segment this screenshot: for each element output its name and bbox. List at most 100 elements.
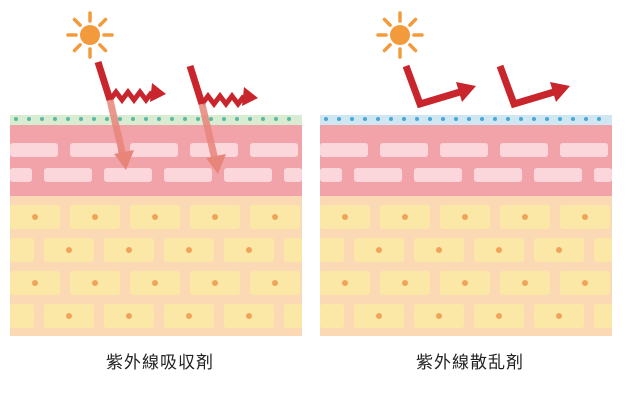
uv-arrowhead (242, 87, 258, 106)
sun-ray (98, 43, 108, 53)
sun-ray (98, 17, 108, 27)
uv-ray-penetrating (106, 99, 128, 161)
surface-film (320, 115, 612, 125)
epidermis-cell (500, 143, 548, 157)
cell-nucleus (556, 247, 562, 253)
protective-particle (480, 117, 484, 121)
protective-particle (131, 117, 135, 121)
cell-nucleus (556, 313, 562, 319)
dermis-cell (320, 238, 344, 262)
cell-nucleus (402, 214, 408, 220)
cell-nucleus (186, 313, 192, 319)
sun-core (390, 25, 410, 45)
scatterer-panel: 紫外線散乱剤 (320, 0, 620, 400)
cell-nucleus (522, 214, 528, 220)
uv-ray-incoming (94, 60, 114, 102)
absorber-panel: 紫外線吸収剤 (10, 0, 310, 400)
cell-nucleus (272, 214, 278, 220)
uv-zigzag (108, 87, 154, 105)
sun-ray (382, 17, 392, 27)
cell-nucleus (66, 313, 72, 319)
epidermis-cell (380, 143, 428, 157)
epidermis-cell (10, 143, 58, 157)
epidermis-cell (354, 168, 402, 182)
uv-arrowhead-faded (206, 154, 226, 174)
protective-particle (415, 117, 419, 121)
sun-icon (376, 11, 424, 59)
protective-particle (14, 117, 18, 121)
dermis-cell (594, 304, 612, 328)
cell-nucleus (496, 313, 502, 319)
epidermis-cell (70, 143, 118, 157)
cell-nucleus (152, 280, 158, 286)
protective-particle (324, 117, 328, 121)
cell-nucleus (92, 280, 98, 286)
absorber-diagram (10, 11, 302, 336)
uv-ray-reflected (402, 64, 462, 109)
uv-ray-reflected (496, 64, 556, 109)
dermis-cell (10, 238, 34, 262)
protective-particle (66, 117, 70, 121)
epidermis-cell (130, 143, 178, 157)
protective-particle (170, 117, 174, 121)
epidermis-cell (224, 168, 272, 182)
cell-nucleus (402, 280, 408, 286)
surface-film (10, 115, 302, 125)
protective-particle (441, 117, 445, 121)
protective-particle (79, 117, 83, 121)
protective-particle (53, 117, 57, 121)
epidermis-cell (320, 168, 342, 182)
cell-nucleus (126, 247, 132, 253)
epidermis-layer (10, 124, 302, 196)
epidermis-cell (414, 168, 462, 182)
epidermis-cell (534, 168, 582, 182)
protective-particle (467, 117, 471, 121)
protective-particle (493, 117, 497, 121)
protective-particle (376, 117, 380, 121)
protective-particle (350, 117, 354, 121)
uv-arrowhead-faded (114, 150, 134, 170)
cell-nucleus (32, 280, 38, 286)
protective-particle (402, 117, 406, 121)
epidermis-cell (594, 168, 612, 182)
epidermis-cell (250, 143, 298, 157)
scatterer-caption: 紫外線散乱剤 (416, 353, 524, 373)
cell-nucleus (376, 247, 382, 253)
cell-nucleus (92, 214, 98, 220)
uv-zigzag (200, 91, 246, 109)
protective-particle (571, 117, 575, 121)
cell-nucleus (342, 214, 348, 220)
protective-particle (454, 117, 458, 121)
cell-nucleus (436, 247, 442, 253)
cell-nucleus (496, 247, 502, 253)
sun-ray (72, 17, 82, 27)
protective-particle (118, 117, 122, 121)
protective-particle (196, 117, 200, 121)
cell-nucleus (246, 313, 252, 319)
epidermis-cell (474, 168, 522, 182)
epidermis-cell (10, 168, 32, 182)
protective-particle (157, 117, 161, 121)
protective-particle (584, 117, 588, 121)
uv-arrowhead (550, 82, 570, 102)
protective-particle (287, 117, 291, 121)
protective-particle (40, 117, 44, 121)
protective-particle (274, 117, 278, 121)
cell-nucleus (186, 247, 192, 253)
protective-particle (337, 117, 341, 121)
cell-nucleus (126, 313, 132, 319)
cell-nucleus (32, 214, 38, 220)
dermis-cell (284, 238, 302, 262)
sun-ray (382, 43, 392, 53)
epidermis-cell (164, 168, 212, 182)
protective-particle (248, 117, 252, 121)
protective-particle (183, 117, 187, 121)
sun-icon (66, 11, 114, 59)
protective-particle (506, 117, 510, 121)
cell-nucleus (212, 280, 218, 286)
cell-nucleus (66, 247, 72, 253)
uv-arrowhead (456, 82, 476, 102)
uv-arrow-icon (496, 64, 570, 109)
protective-particle (519, 117, 523, 121)
sun-ray (408, 43, 418, 53)
